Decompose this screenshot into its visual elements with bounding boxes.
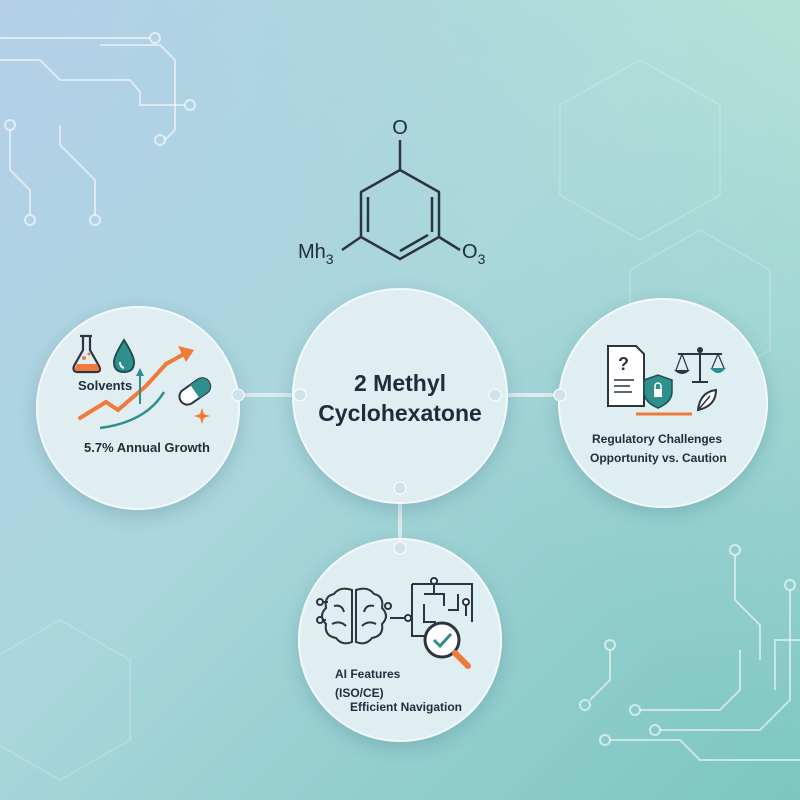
- maze-icon: [404, 577, 473, 637]
- left-bond: [341, 235, 362, 252]
- balance-scale-icon: [674, 347, 726, 383]
- opportunity-label: Opportunity vs. Caution: [590, 451, 727, 465]
- molecule-right-subscript: 3: [478, 251, 486, 267]
- molecule-top-label: O: [392, 117, 408, 139]
- bottom-node-icons: [316, 577, 473, 669]
- left-node-icons: [72, 334, 212, 430]
- circuit-decoration-bottom-right: [589, 555, 800, 761]
- magnifier-check-icon: [423, 621, 471, 669]
- svg-text:O3: O3: [462, 241, 486, 267]
- molecule-structure: O Mh3 O3: [298, 117, 486, 267]
- shield-lock-icon: [643, 374, 673, 409]
- bottom-node: AI Features (ISO/CE) Efficient Navigatio…: [298, 538, 502, 742]
- molecule-left-label: Mh: [298, 241, 326, 263]
- regulatory-label: Regulatory Challenges: [592, 432, 723, 446]
- right-bond: [438, 235, 461, 252]
- iso-ce-label: (ISO/CE): [335, 686, 384, 700]
- flask-icon: [72, 334, 102, 374]
- benzene-ring: [359, 168, 441, 261]
- left-node: Solvents 5.7% Annual Growth: [36, 306, 240, 510]
- center-node: 2 Methyl Cyclohexatone: [292, 288, 508, 504]
- svg-text:?: ?: [618, 354, 629, 374]
- capsule-icon: [178, 377, 212, 406]
- growth-label: 5.7% Annual Growth: [84, 440, 210, 455]
- droplet-icon: [112, 338, 136, 374]
- growth-arrow-icon: [78, 346, 194, 430]
- circuit-decoration-top-left: [0, 37, 185, 215]
- solvents-label: Solvents: [78, 378, 133, 393]
- center-title-line2: Cyclohexatone: [318, 400, 482, 426]
- leaf-icon: [696, 388, 718, 412]
- brain-icon: [316, 587, 408, 645]
- ai-features-label: AI Features: [335, 667, 401, 681]
- center-title-line1: 2 Methyl: [353, 370, 447, 396]
- svg-text:Mh3: Mh3: [298, 241, 334, 267]
- sparkle-icon: [194, 408, 210, 424]
- molecule-right-label: O: [462, 241, 478, 263]
- right-node-icons: ?: [607, 345, 726, 416]
- molecule-left-subscript: 3: [326, 251, 334, 267]
- right-node: ?: [558, 298, 768, 508]
- document-question-icon: ?: [607, 345, 645, 407]
- navigation-label: Efficient Navigation: [350, 700, 463, 714]
